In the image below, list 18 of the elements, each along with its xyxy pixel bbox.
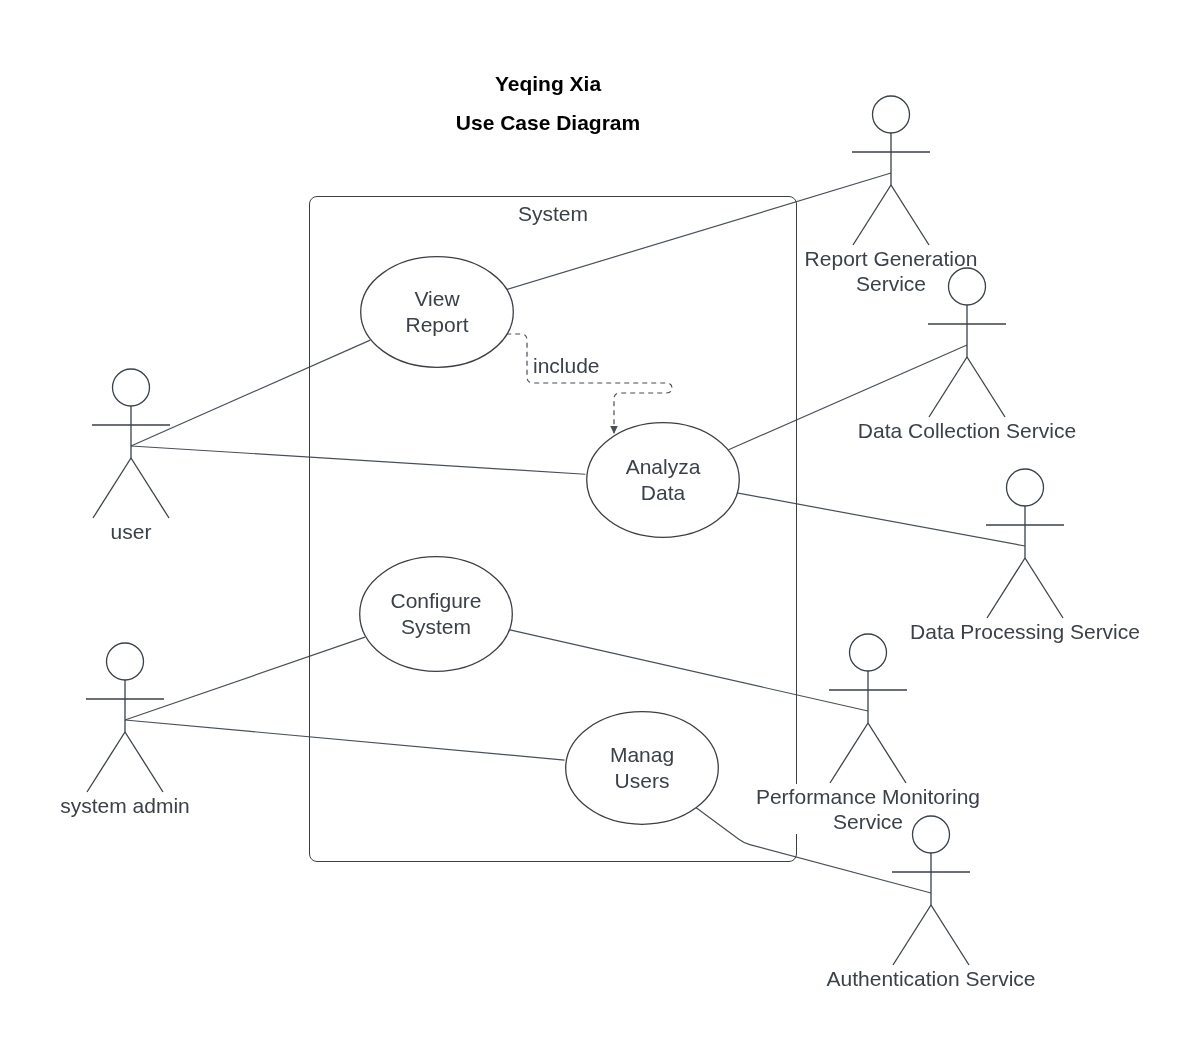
association-line	[130, 445, 586, 475]
association-line	[130, 339, 371, 447]
use-case-ellipse	[359, 556, 513, 672]
association-line	[124, 636, 366, 721]
use-case-ellipse	[360, 256, 514, 368]
use-case-ellipse	[586, 422, 740, 538]
boundary-label: System	[518, 201, 588, 226]
association-line	[124, 719, 566, 761]
use-case-label: View Report	[404, 286, 470, 338]
use-case-ellipse	[565, 711, 719, 825]
diagram-title: Use Case Diagram	[455, 109, 641, 135]
association-line	[727, 344, 968, 451]
use-case-label: Analyza Data	[624, 454, 702, 506]
use-case-label: Configure System	[389, 588, 483, 640]
use-case-label: Manag Users	[608, 742, 676, 794]
association-line	[694, 806, 932, 894]
author-name: Yeqing Xia	[494, 70, 602, 96]
association-line	[508, 629, 869, 712]
